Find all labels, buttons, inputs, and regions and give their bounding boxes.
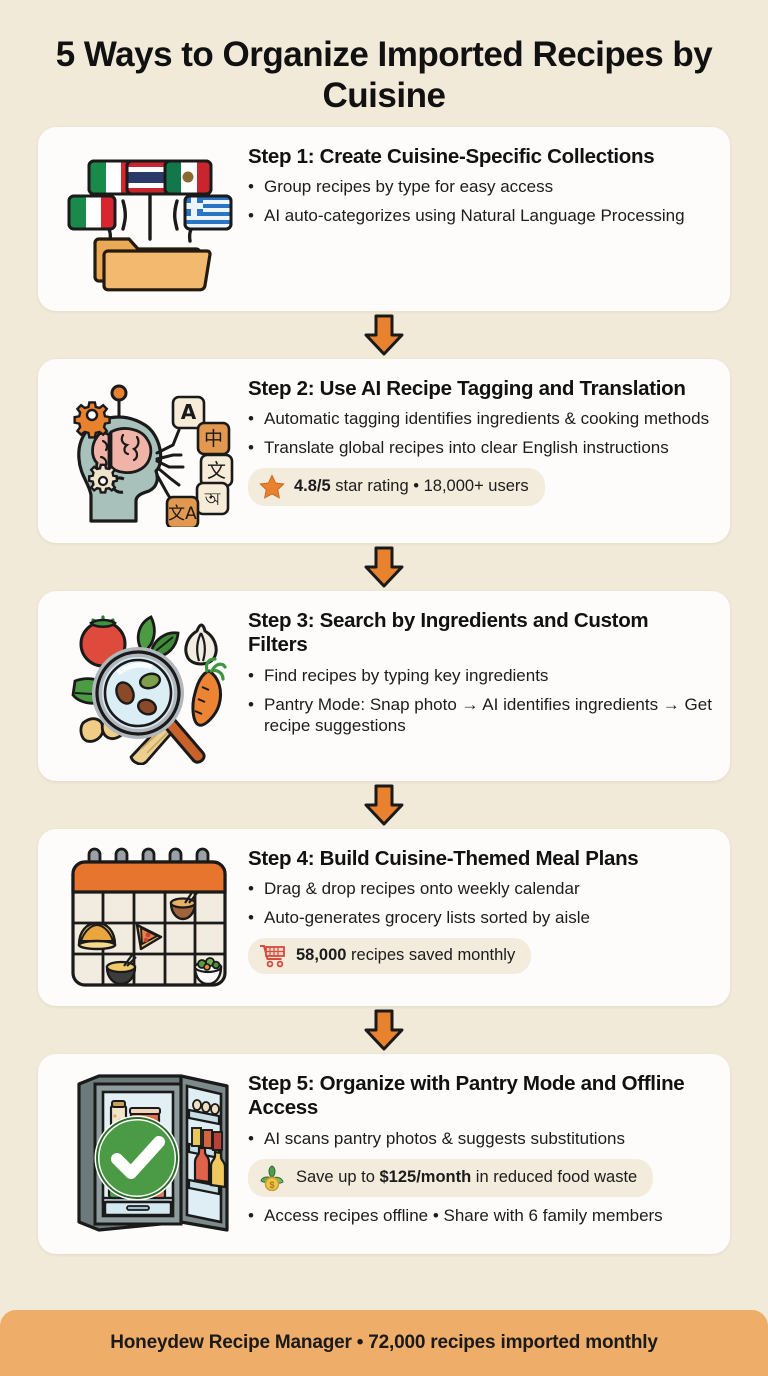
recipes-saved-value: 58,000 [296,945,347,964]
bullet-item: AI scans pantry photos & suggests substi… [248,1128,712,1150]
bullet-item: AI auto-categorizes using Natural Langua… [248,205,712,227]
shopping-cart-icon [260,944,285,967]
arrow-connector-3 [38,781,730,829]
savings-badge-value: $125/month [379,1167,472,1186]
rating-badge: 4.8/5 star rating • 18,000+ users [248,467,545,506]
savings-badge-suffix: in reduced food waste [471,1167,638,1186]
step-title-3: Step 3: Search by Ingredients and Custom… [248,608,649,657]
rating-badge-text: 4.8/5 star rating • 18,000+ users [294,477,529,497]
footer-text: Honeydew Recipe Manager • 72,000 recipes… [110,1332,658,1353]
step-body-4: Step 4: Build Cuisine-Themed Meal Plans … [248,845,712,982]
step-bullets-3: Find recipes by typing key ingredients P… [248,665,712,737]
step-title-2: Step 2: Use AI Recipe Tagging and Transl… [248,376,686,400]
svg-text:$: $ [269,1180,274,1190]
footer-banner: Honeydew Recipe Manager • 72,000 recipes… [0,1310,768,1376]
savings-badge-text: Save up to $125/month in reduced food wa… [296,1168,637,1188]
meal-plan-calendar-icon [52,845,248,990]
arrow-down-icon [364,314,404,356]
recipes-saved-suffix: recipes saved monthly [346,945,516,964]
bullet-item: Automatic tagging identifies ingredients… [248,408,712,430]
flags-folder-icon [52,143,248,295]
step-card-5: Step 5: Organize with Pantry Mode and Of… [38,1053,730,1254]
bullet-item: Pantry Mode: Snap photo → AI identifies … [248,694,712,738]
step-title-5: Step 5: Organize with Pantry Mode and Of… [248,1071,685,1120]
page-title: 5 Ways to Organize Imported Recipes by C… [55,35,713,116]
step-bullets-5-after: Access recipes offline • Share with 6 fa… [248,1205,712,1227]
step-bullets-4: Drag & drop recipes onto weekly calendar… [248,878,712,929]
bullet-item: Group recipes by type for easy access [248,176,712,198]
arrow-down-icon [364,784,404,826]
svg-text:文: 文 [207,460,226,482]
step-title-4: Step 4: Build Cuisine-Themed Meal Plans [248,846,639,870]
steps-container: Step 1: Create Cuisine-Specific Collecti… [0,126,768,1254]
refrigerator-check-icon [52,1070,248,1238]
step-card-2: A 中 文 অ 文A Step 2: Use AI Recipe Tagging… [38,358,730,543]
money-plant-icon: $ [260,1164,284,1191]
recipes-saved-badge: 58,000 recipes saved monthly [248,937,532,974]
step-card-1: Step 1: Create Cuisine-Specific Collecti… [38,126,730,311]
arrow-connector-1 [38,311,730,359]
arrow-down-icon [364,546,404,588]
page-title-container: 5 Ways to Organize Imported Recipes by C… [0,0,768,127]
bullet-item: Translate global recipes into clear Engl… [248,437,712,459]
step-body-3: Step 3: Search by Ingredients and Custom… [248,607,712,737]
footer-spacer [0,1254,768,1310]
savings-badge-prefix: Save up to [296,1167,380,1186]
rating-badge-suffix: star rating • 18,000+ users [330,476,529,495]
svg-text:中: 中 [204,428,223,450]
step-body-5: Step 5: Organize with Pantry Mode and Of… [248,1070,712,1227]
bullet-item: Auto-generates grocery lists sorted by a… [248,907,712,929]
arrow-down-icon [364,1009,404,1051]
step-bullets-5: AI scans pantry photos & suggests substi… [248,1128,712,1150]
savings-badge: $ Save up to $125/month in reduced food … [248,1158,654,1197]
arrow-connector-4 [38,1006,730,1054]
star-icon [259,474,285,499]
step-body-1: Step 1: Create Cuisine-Specific Collecti… [248,143,712,227]
svg-text:অ: অ [204,489,221,510]
arrow-connector-2 [38,543,730,591]
ai-brain-translation-icon: A 中 文 অ 文A [52,375,248,527]
step-card-4: Step 4: Build Cuisine-Themed Meal Plans … [38,828,730,1006]
step-body-2: Step 2: Use AI Recipe Tagging and Transl… [248,375,712,514]
svg-text:A: A [181,400,197,424]
svg-text:文A: 文A [168,504,197,524]
bullet-item: Access recipes offline • Share with 6 fa… [248,1205,712,1227]
step-bullets-2: Automatic tagging identifies ingredients… [248,408,712,459]
step-bullets-1: Group recipes by type for easy access AI… [248,176,712,227]
bullet-item: Drag & drop recipes onto weekly calendar [248,878,712,900]
rating-badge-value: 4.8/5 [294,476,331,495]
step-card-3: Step 3: Search by Ingredients and Custom… [38,590,730,781]
recipes-saved-text: 58,000 recipes saved monthly [296,946,515,966]
step-title-1: Step 1: Create Cuisine-Specific Collecti… [248,144,655,168]
magnifier-ingredients-icon [52,607,248,765]
bullet-item: Find recipes by typing key ingredients [248,665,712,687]
